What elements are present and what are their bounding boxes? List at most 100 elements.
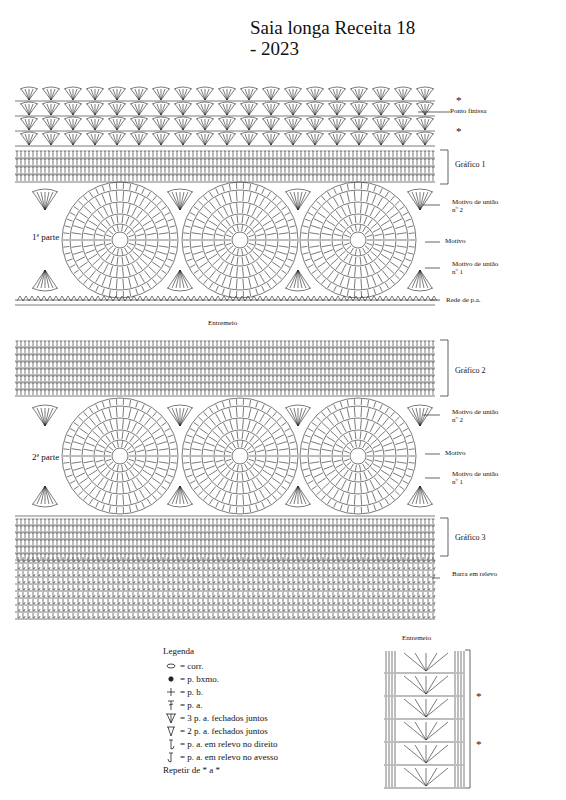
stitch-stroke	[355, 89, 359, 100]
stitch-stroke	[108, 102, 126, 104]
stitch-stroke	[340, 276, 344, 285]
stitch-stroke	[171, 233, 177, 234]
stitch-stroke	[161, 270, 166, 274]
stitch-stroke	[185, 253, 191, 254]
stitch-stroke	[351, 134, 359, 145]
stitch-stroke	[246, 433, 249, 440]
stitch-stroke	[361, 407, 362, 417]
stitch-stroke	[37, 192, 45, 210]
stitch-stroke	[249, 119, 257, 130]
stitch-stroke	[237, 473, 238, 481]
stitch-stroke	[98, 478, 104, 486]
stitch-stroke	[216, 490, 221, 499]
stitch-stroke	[131, 134, 139, 145]
stitch-stroke	[284, 102, 302, 104]
stitch-stroke	[134, 410, 138, 419]
stitch-stroke	[403, 89, 411, 100]
stitch-stroke	[229, 184, 230, 190]
stitch-stroke	[183, 104, 191, 115]
stitch-stroke	[106, 451, 112, 453]
stitch-stroke	[192, 462, 202, 463]
stitch-stroke	[254, 492, 258, 501]
stitch-stroke	[130, 400, 131, 406]
stitch-stroke	[143, 437, 152, 442]
stitch-stroke	[197, 104, 205, 115]
stitch-stroke	[359, 134, 367, 145]
stitch-stroke	[403, 265, 408, 268]
stitch-stroke	[289, 104, 293, 115]
stitch-stroke	[153, 412, 157, 417]
stitch-stroke	[252, 264, 256, 273]
stitch-stroke	[372, 132, 390, 134]
stitch-stroke	[390, 428, 398, 434]
stitch-stroke	[370, 264, 374, 273]
stitch-stroke	[245, 443, 248, 448]
stitch-stroke	[255, 228, 262, 232]
stitch-stroke	[347, 506, 348, 512]
stitch-stroke	[403, 119, 411, 130]
stitch-stroke	[130, 87, 148, 89]
stitch-stroke	[157, 251, 167, 254]
stitch-stroke	[219, 89, 227, 100]
stitch-stroke	[229, 290, 230, 296]
stitch-stroke	[255, 444, 262, 448]
stitch-stroke	[355, 215, 356, 223]
stitch-stroke	[399, 104, 403, 115]
stitch-stroke	[306, 117, 324, 119]
stitch-stroke	[219, 104, 227, 115]
stitch-stroke	[125, 443, 128, 448]
stitch-stroke	[387, 267, 394, 274]
stitch-stroke	[264, 270, 270, 278]
stitch-stroke	[417, 89, 425, 100]
stitch-stroke	[172, 192, 180, 210]
stitch-stroke	[265, 443, 274, 447]
stitch-stroke	[355, 267, 356, 277]
stitch-stroke	[314, 473, 323, 477]
stitch-stroke	[131, 89, 139, 100]
stitch-stroke	[285, 104, 293, 115]
stitch-stroke	[308, 213, 313, 216]
stitch-stroke	[123, 495, 124, 505]
stitch-stroke	[381, 89, 389, 100]
stitch-stroke	[42, 117, 60, 119]
stitch-stroke	[157, 134, 161, 145]
stitch-stroke	[425, 134, 433, 145]
stitch-stroke	[385, 192, 388, 197]
stitch-stroke	[264, 418, 270, 426]
stitch-stroke	[180, 408, 188, 426]
stitch-stroke	[144, 202, 150, 210]
stitch-stroke	[109, 192, 111, 202]
stitch-stroke	[218, 102, 236, 104]
stitch-stroke	[152, 117, 170, 119]
stitch-stroke	[149, 483, 156, 490]
stitch-stroke	[183, 233, 189, 234]
stitch-stroke	[403, 213, 408, 216]
stitch-stroke	[109, 494, 111, 504]
stitch-stroke	[122, 267, 123, 277]
stitch-stroke	[127, 446, 132, 450]
stitch-stroke	[84, 449, 94, 451]
stitch-stroke	[109, 290, 110, 296]
stitch-stroke	[368, 435, 373, 442]
stitch-stroke	[370, 423, 374, 432]
stitch-stroke	[372, 117, 390, 119]
stitch-stroke	[363, 227, 366, 232]
stitch-stroke	[364, 256, 367, 263]
stitch-stroke	[231, 256, 234, 263]
stitch-stroke	[106, 235, 112, 237]
stitch-stroke	[391, 495, 395, 500]
stitch-stroke	[378, 414, 383, 423]
stitch-stroke	[110, 482, 113, 492]
stitch-stroke	[245, 104, 249, 115]
stitch-stroke	[84, 412, 88, 417]
stitch-stroke	[290, 408, 298, 426]
stitch-stroke	[45, 192, 53, 210]
stitch-stroke	[222, 186, 224, 192]
stitch-stroke	[159, 233, 169, 234]
stitch-stroke	[165, 429, 170, 432]
stitch-stroke	[301, 462, 307, 463]
stitch-stroke	[351, 89, 359, 100]
stitch-stroke	[237, 483, 238, 493]
stitch-stroke	[185, 442, 191, 443]
stitch-stroke	[112, 448, 128, 464]
